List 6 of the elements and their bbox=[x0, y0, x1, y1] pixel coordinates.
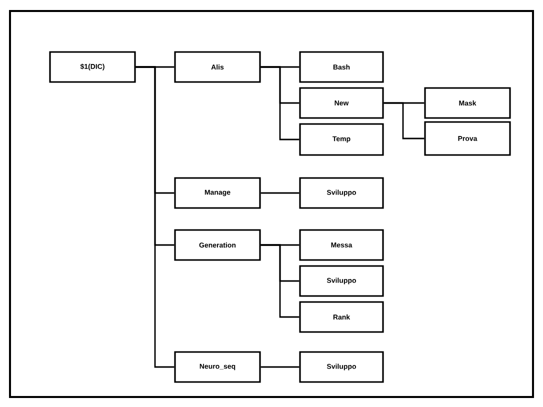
connector-line bbox=[136, 66, 174, 368]
connector-line bbox=[384, 102, 424, 140]
connector-line bbox=[260, 366, 300, 368]
connector-line bbox=[260, 192, 300, 194]
connector-line bbox=[260, 244, 300, 318]
connector-line bbox=[260, 66, 300, 140]
